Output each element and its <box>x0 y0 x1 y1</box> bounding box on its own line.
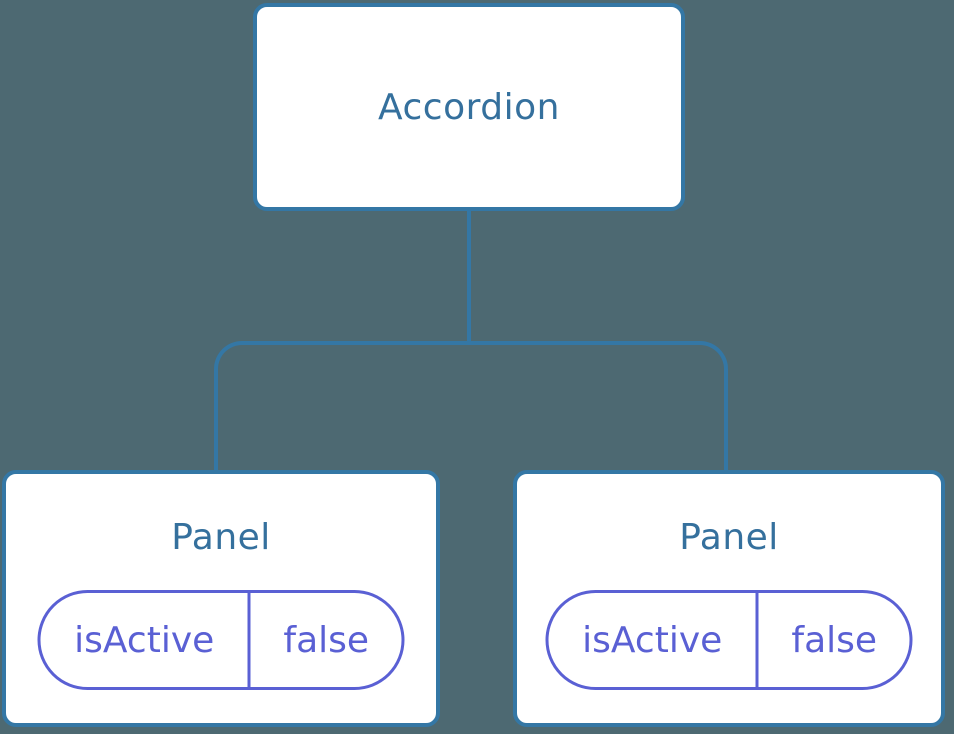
connector-branch-bracket <box>214 341 728 470</box>
state-value-label: false <box>283 619 370 661</box>
state-key-label: isActive <box>41 593 251 687</box>
state-key-label: isActive <box>549 593 759 687</box>
state-pill: isActive false <box>37 590 405 690</box>
panel-node-label: Panel <box>171 517 271 558</box>
panel-node-left: Panel isActive false <box>2 470 440 727</box>
panel-node-label: Panel <box>679 517 779 558</box>
state-pill: isActive false <box>545 590 913 690</box>
accordion-node-label: Accordion <box>378 86 560 128</box>
connector-stem-line <box>467 211 471 343</box>
state-value-label: false <box>791 619 878 661</box>
panel-node-right: Panel isActive false <box>513 470 945 727</box>
accordion-node: Accordion <box>253 3 685 211</box>
